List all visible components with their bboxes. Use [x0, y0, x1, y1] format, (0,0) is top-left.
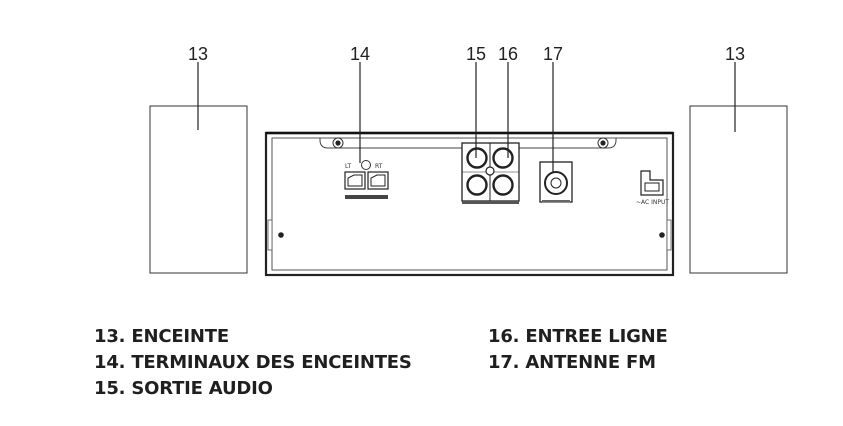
terminal-label-right: RT: [375, 163, 383, 170]
legend-item-entree-ligne: 16. ENTREE LIGNE: [488, 326, 668, 347]
legend-item-sortie-audio: 15. SORTIE AUDIO: [94, 378, 273, 399]
rca-jack-block: [461, 142, 520, 204]
legend-left-column: 13. ENCEINTE 14. TERMINAUX DES ENCEINTES…: [94, 324, 412, 402]
legend-item-antenne-fm: 17. ANTENNE FM: [488, 352, 656, 373]
callout-17: 17: [543, 44, 563, 64]
speaker-left: [149, 105, 248, 274]
rear-panel-diagram: 13 13 LT RT 14: [149, 44, 788, 277]
callout-14: 14: [350, 44, 370, 64]
legend-item-enceinte: 13. ENCEINTE: [94, 326, 229, 347]
rca-jack-icon: [466, 174, 488, 196]
terminal-label-left: LT: [345, 163, 352, 170]
rca-jack-icon: [492, 147, 514, 169]
callout-16: 16: [498, 44, 518, 64]
fm-antenna-connector: [539, 161, 573, 203]
callout-13-left: 13: [188, 44, 208, 64]
speaker-right: [689, 105, 788, 274]
ac-input-socket: ~AC INPUT: [636, 170, 669, 206]
rca-jack-icon: [466, 147, 488, 169]
speaker-terminals: LT RT: [344, 160, 389, 199]
rca-jack-icon: [492, 174, 514, 196]
legend-item-terminaux: 14. TERMINAUX DES ENCEINTES: [94, 352, 412, 373]
callout-13-right: 13: [725, 44, 745, 64]
callout-15: 15: [466, 44, 486, 64]
legend-right-column: 16. ENTREE LIGNE 17. ANTENNE FM: [488, 324, 668, 376]
ac-input-label: ~AC INPUT: [636, 199, 669, 206]
